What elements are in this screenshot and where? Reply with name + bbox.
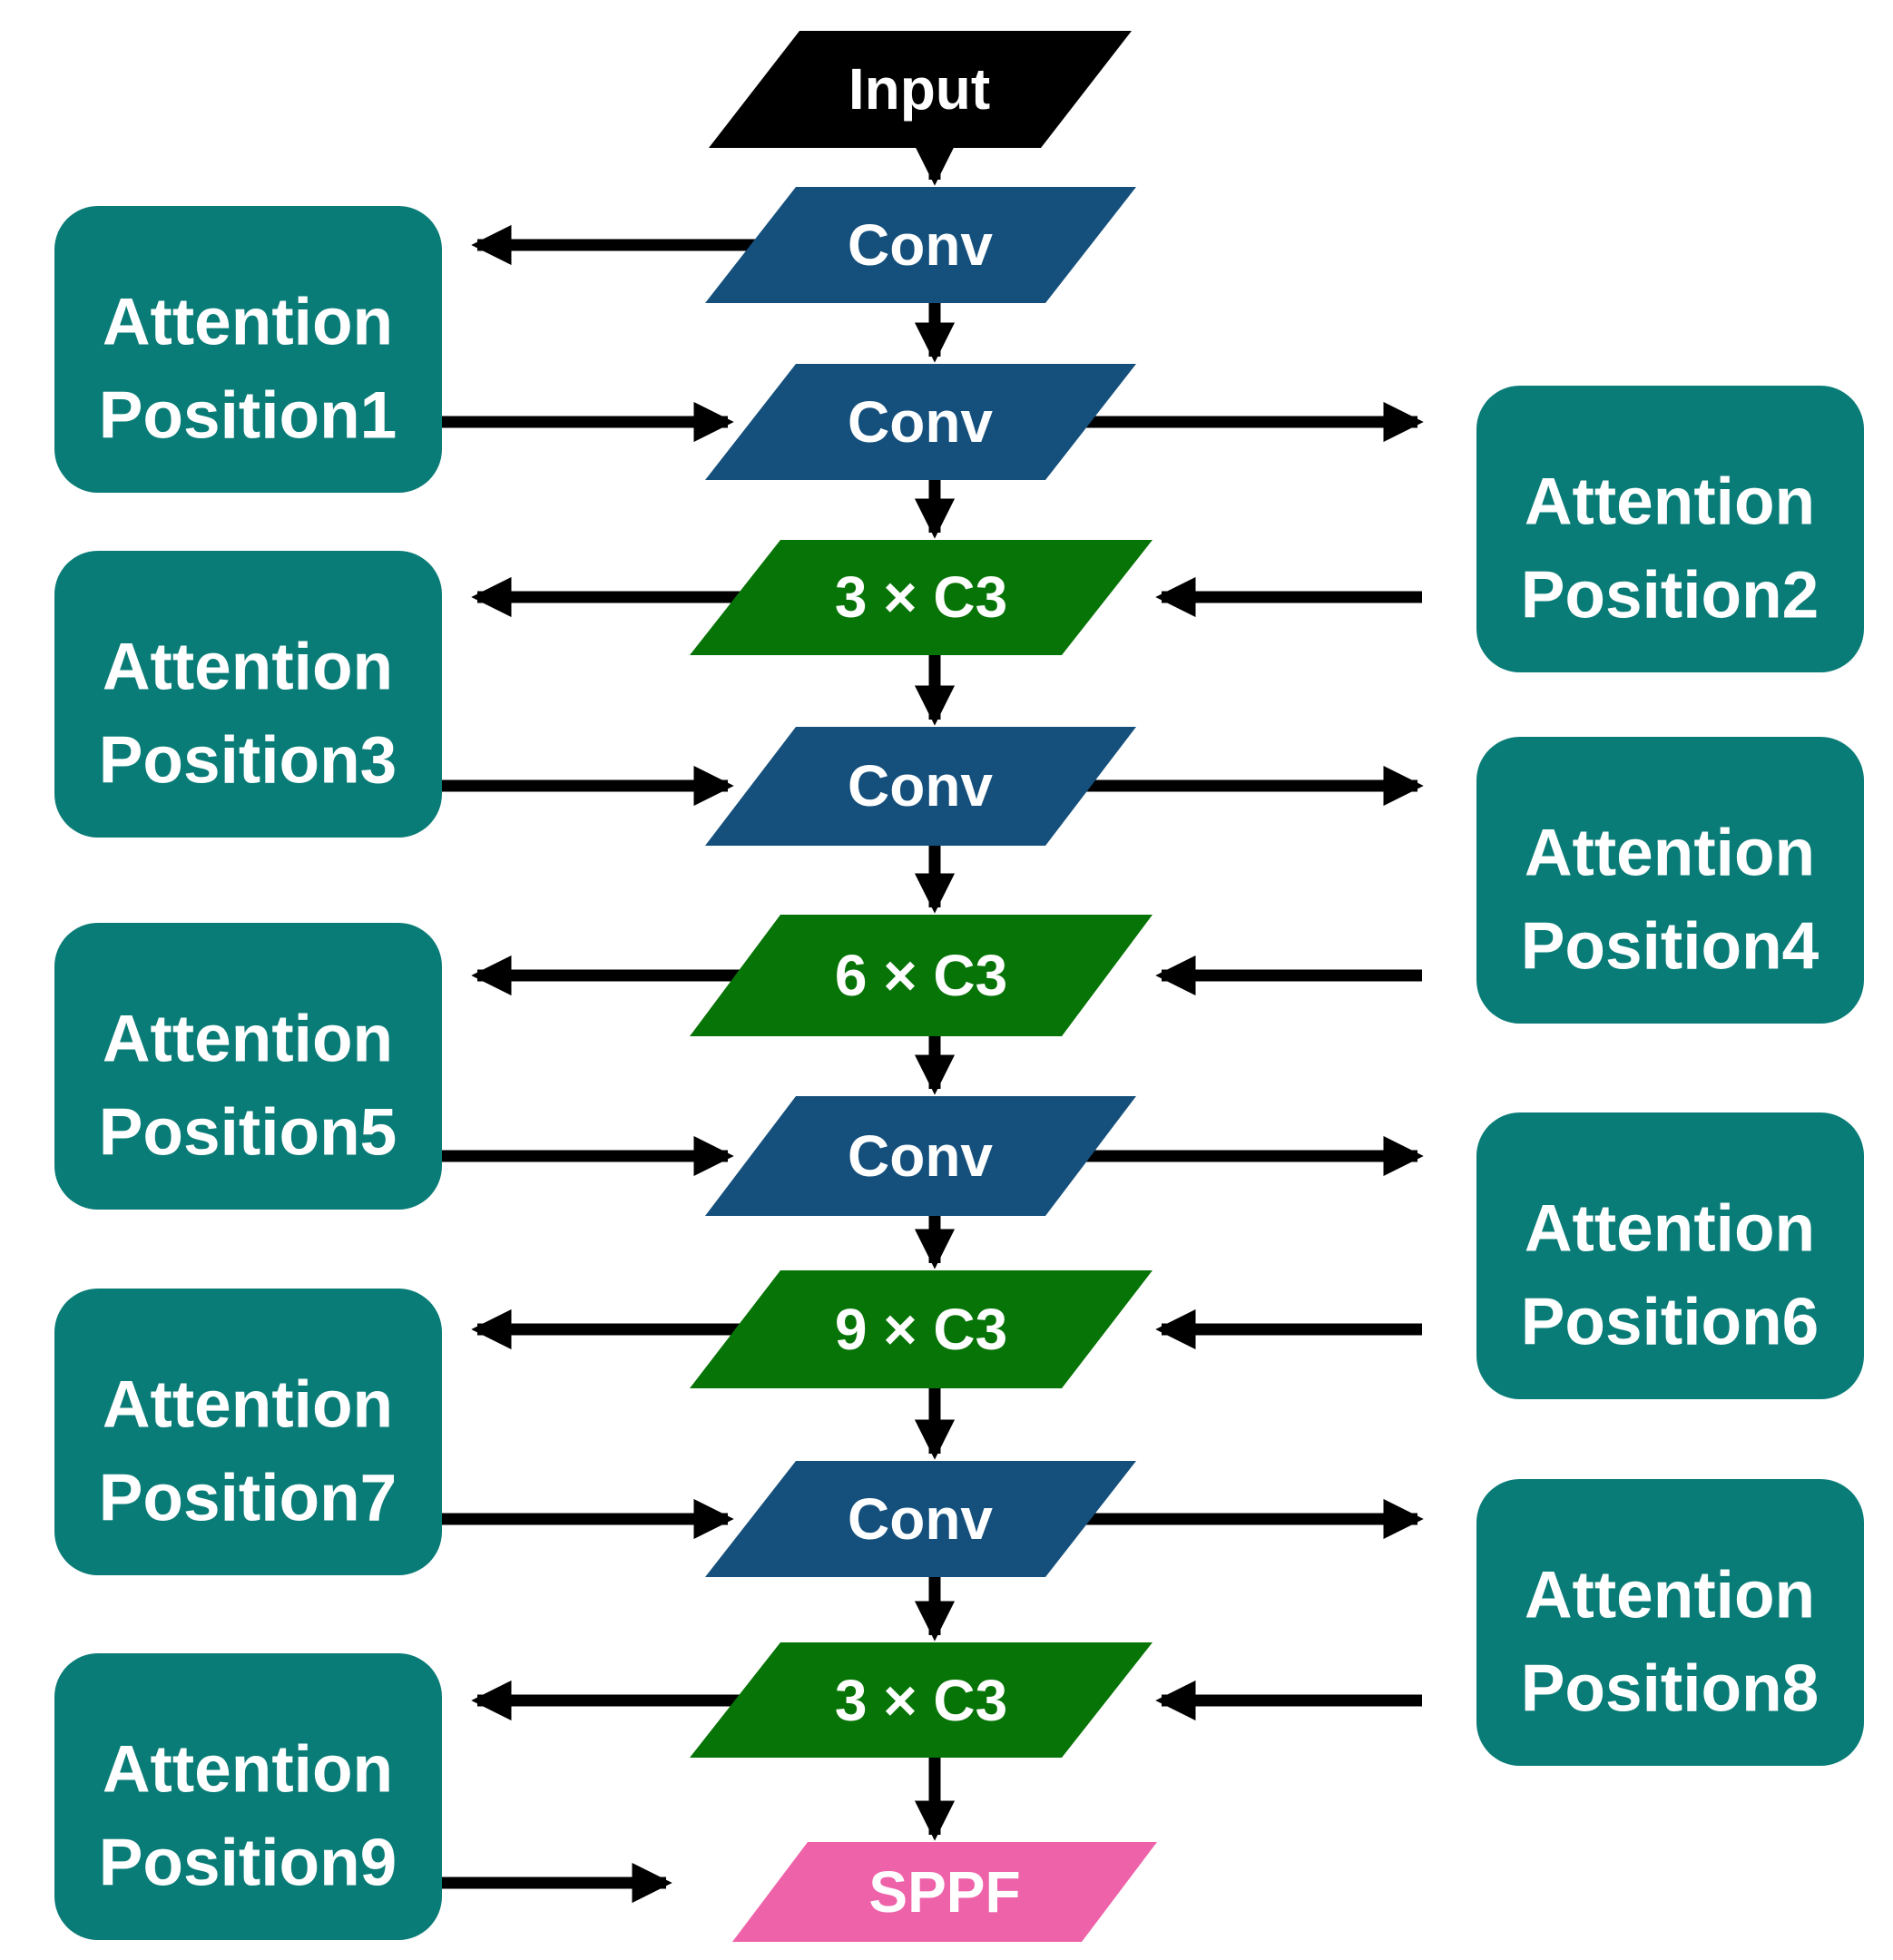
attention-box-7-bg xyxy=(54,1289,442,1575)
node-c3-3x-a: 3 × C3 xyxy=(690,540,1152,655)
conv1-parallelogram xyxy=(705,187,1136,303)
c3d-label: 3 × C3 xyxy=(835,1668,1007,1733)
attention-box-9-line1: Attention xyxy=(103,1733,393,1807)
attention-box-7-line1: Attention xyxy=(103,1368,393,1442)
conv1-label: Conv xyxy=(848,212,993,278)
attention-box-8: Attention Position8 xyxy=(1476,1479,1864,1766)
attention-box-5-line1: Attention xyxy=(103,1003,393,1076)
node-conv-5: Conv xyxy=(705,1461,1136,1577)
c3c-label: 9 × C3 xyxy=(835,1297,1007,1362)
attention-box-2-bg xyxy=(1476,386,1864,672)
attention-box-5: Attention Position5 xyxy=(54,923,442,1210)
attention-box-3-line2: Position3 xyxy=(99,724,397,798)
attention-box-9-bg xyxy=(54,1653,442,1940)
node-conv-4: Conv xyxy=(705,1096,1136,1216)
attention-box-1-line2: Position1 xyxy=(99,379,397,453)
backbone-nodes: Input Conv Conv 3 × C3 Conv 6 × C3 Conv xyxy=(690,31,1157,1942)
attention-boxes-right: Attention Position2 Attention Position4 … xyxy=(1476,386,1864,1766)
attention-box-5-line2: Position5 xyxy=(99,1096,397,1170)
attention-box-8-line2: Position8 xyxy=(1521,1652,1819,1726)
attention-box-3-line1: Attention xyxy=(103,631,393,704)
attention-box-4-line1: Attention xyxy=(1525,817,1815,890)
conv5-label: Conv xyxy=(848,1486,993,1552)
sppf-parallelogram xyxy=(732,1842,1157,1942)
attention-box-2-line2: Position2 xyxy=(1521,559,1819,632)
conv5-parallelogram xyxy=(705,1461,1136,1577)
attention-box-5-bg xyxy=(54,923,442,1210)
node-sppf: SPPF xyxy=(732,1842,1157,1942)
attention-boxes-left: Attention Position1 Attention Position3 … xyxy=(54,206,442,1940)
attention-box-8-line1: Attention xyxy=(1525,1559,1815,1632)
node-c3-9x: 9 × C3 xyxy=(690,1270,1152,1388)
node-c3-3x-b: 3 × C3 xyxy=(690,1642,1152,1758)
node-input: Input xyxy=(709,31,1132,148)
attention-box-9: Attention Position9 xyxy=(54,1653,442,1940)
input-label: Input xyxy=(848,56,990,122)
attention-box-4: Attention Position4 xyxy=(1476,737,1864,1024)
conv3-label: Conv xyxy=(848,753,993,818)
node-conv-3: Conv xyxy=(705,727,1136,846)
node-conv-2: Conv xyxy=(705,364,1136,480)
attention-box-1: Attention Position1 xyxy=(54,206,442,493)
c3c-parallelogram xyxy=(690,1270,1152,1388)
attention-box-3-bg xyxy=(54,551,442,838)
conv2-label: Conv xyxy=(848,389,993,455)
attention-box-4-line2: Position4 xyxy=(1521,910,1819,984)
c3b-parallelogram xyxy=(690,915,1152,1036)
attention-box-7: Attention Position7 xyxy=(54,1289,442,1575)
attention-box-9-line2: Position9 xyxy=(99,1827,397,1900)
attention-box-2-line1: Attention xyxy=(1525,466,1815,539)
attention-box-7-line2: Position7 xyxy=(99,1462,397,1535)
c3a-label: 3 × C3 xyxy=(835,564,1007,630)
sppf-label: SPPF xyxy=(868,1859,1020,1925)
attention-box-8-bg xyxy=(1476,1479,1864,1766)
attention-box-6-line1: Attention xyxy=(1525,1192,1815,1266)
attention-box-6-bg xyxy=(1476,1112,1864,1399)
c3a-parallelogram xyxy=(690,540,1152,655)
attention-link-arrows xyxy=(442,224,1424,1904)
attention-box-1-line1: Attention xyxy=(103,286,393,359)
attention-box-2: Attention Position2 xyxy=(1476,386,1864,672)
attention-box-6: Attention Position6 xyxy=(1476,1112,1864,1399)
input-parallelogram xyxy=(709,31,1132,148)
attention-box-3: Attention Position3 xyxy=(54,551,442,838)
conv3-parallelogram xyxy=(705,727,1136,846)
node-c3-6x: 6 × C3 xyxy=(690,915,1152,1036)
conv4-parallelogram xyxy=(705,1096,1136,1216)
c3b-label: 6 × C3 xyxy=(835,943,1007,1008)
conv2-parallelogram xyxy=(705,364,1136,480)
conv4-label: Conv xyxy=(848,1123,993,1189)
attention-box-6-line2: Position6 xyxy=(1521,1286,1819,1359)
c3d-parallelogram xyxy=(690,1642,1152,1758)
node-conv-1: Conv xyxy=(705,187,1136,303)
attention-box-1-bg xyxy=(54,206,442,493)
attention-box-4-bg xyxy=(1476,737,1864,1024)
